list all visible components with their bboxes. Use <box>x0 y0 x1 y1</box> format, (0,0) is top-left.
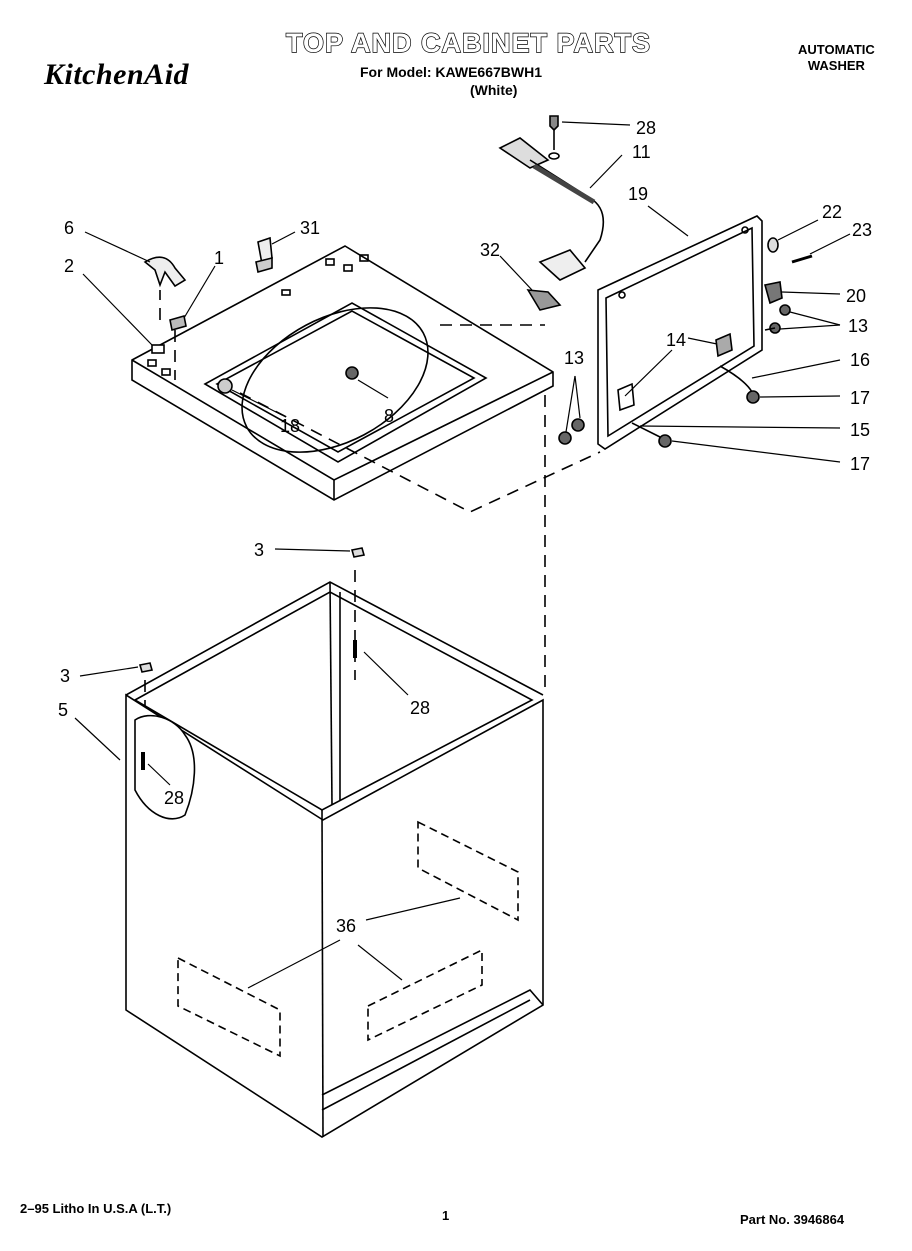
callout-20: 20 <box>846 286 866 306</box>
part-number: Part No. 3946864 <box>740 1212 845 1227</box>
callout-18: 18 <box>280 416 300 436</box>
callout-22: 22 <box>822 202 842 222</box>
kitchenaid-logo: KitchenAid <box>44 58 190 91</box>
callout-numbers: 28 11 19 22 23 6 31 1 2 32 20 13 14 16 8… <box>58 118 872 936</box>
print-info: 2–95 Litho In U.S.A (L.T.) <box>20 1201 172 1216</box>
washer-top-panel <box>131 245 554 501</box>
callout-32: 32 <box>480 240 500 260</box>
callout-28-panel: 28 <box>164 788 184 808</box>
washer-cabinet <box>125 581 544 1138</box>
callout-14: 14 <box>666 330 686 350</box>
callout-leader-lines <box>74 121 851 989</box>
page-title: TOP AND CABINET PARTS <box>285 27 652 58</box>
product-type-line-1: AUTOMATIC <box>798 42 875 57</box>
callout-15: 15 <box>850 420 870 440</box>
product-type-line-2: WASHER <box>807 58 865 73</box>
callout-36: 36 <box>336 916 356 936</box>
callout-8: 8 <box>384 406 394 426</box>
console-frame <box>597 215 763 450</box>
callout-31: 31 <box>300 218 320 238</box>
callout-2: 2 <box>64 256 74 276</box>
callout-3-lower: 3 <box>60 666 70 686</box>
callout-17-upper: 17 <box>850 388 870 408</box>
callout-1: 1 <box>214 248 224 268</box>
color-variant: (White) <box>470 82 518 98</box>
callout-11: 11 <box>632 142 651 162</box>
callout-28-cabinet: 28 <box>410 698 430 718</box>
callout-5: 5 <box>58 700 68 720</box>
assembly-guide-lines <box>144 290 601 745</box>
callout-13-left: 13 <box>564 348 584 368</box>
page-number: 1 <box>442 1208 450 1223</box>
cabinet-pads <box>177 820 519 1058</box>
model-number: For Model: KAWE667BWH1 <box>360 64 543 80</box>
callout-23: 23 <box>852 220 872 240</box>
callout-13-right: 13 <box>848 316 868 336</box>
hardware-parts <box>138 115 813 770</box>
product-type: AUTOMATIC WASHER <box>798 42 875 74</box>
callout-19: 19 <box>628 184 648 204</box>
callout-16: 16 <box>850 350 870 370</box>
callout-17-lower: 17 <box>850 454 870 474</box>
callout-3-upper: 3 <box>254 540 264 560</box>
callout-6: 6 <box>64 218 74 238</box>
callout-28-top: 28 <box>636 118 656 138</box>
